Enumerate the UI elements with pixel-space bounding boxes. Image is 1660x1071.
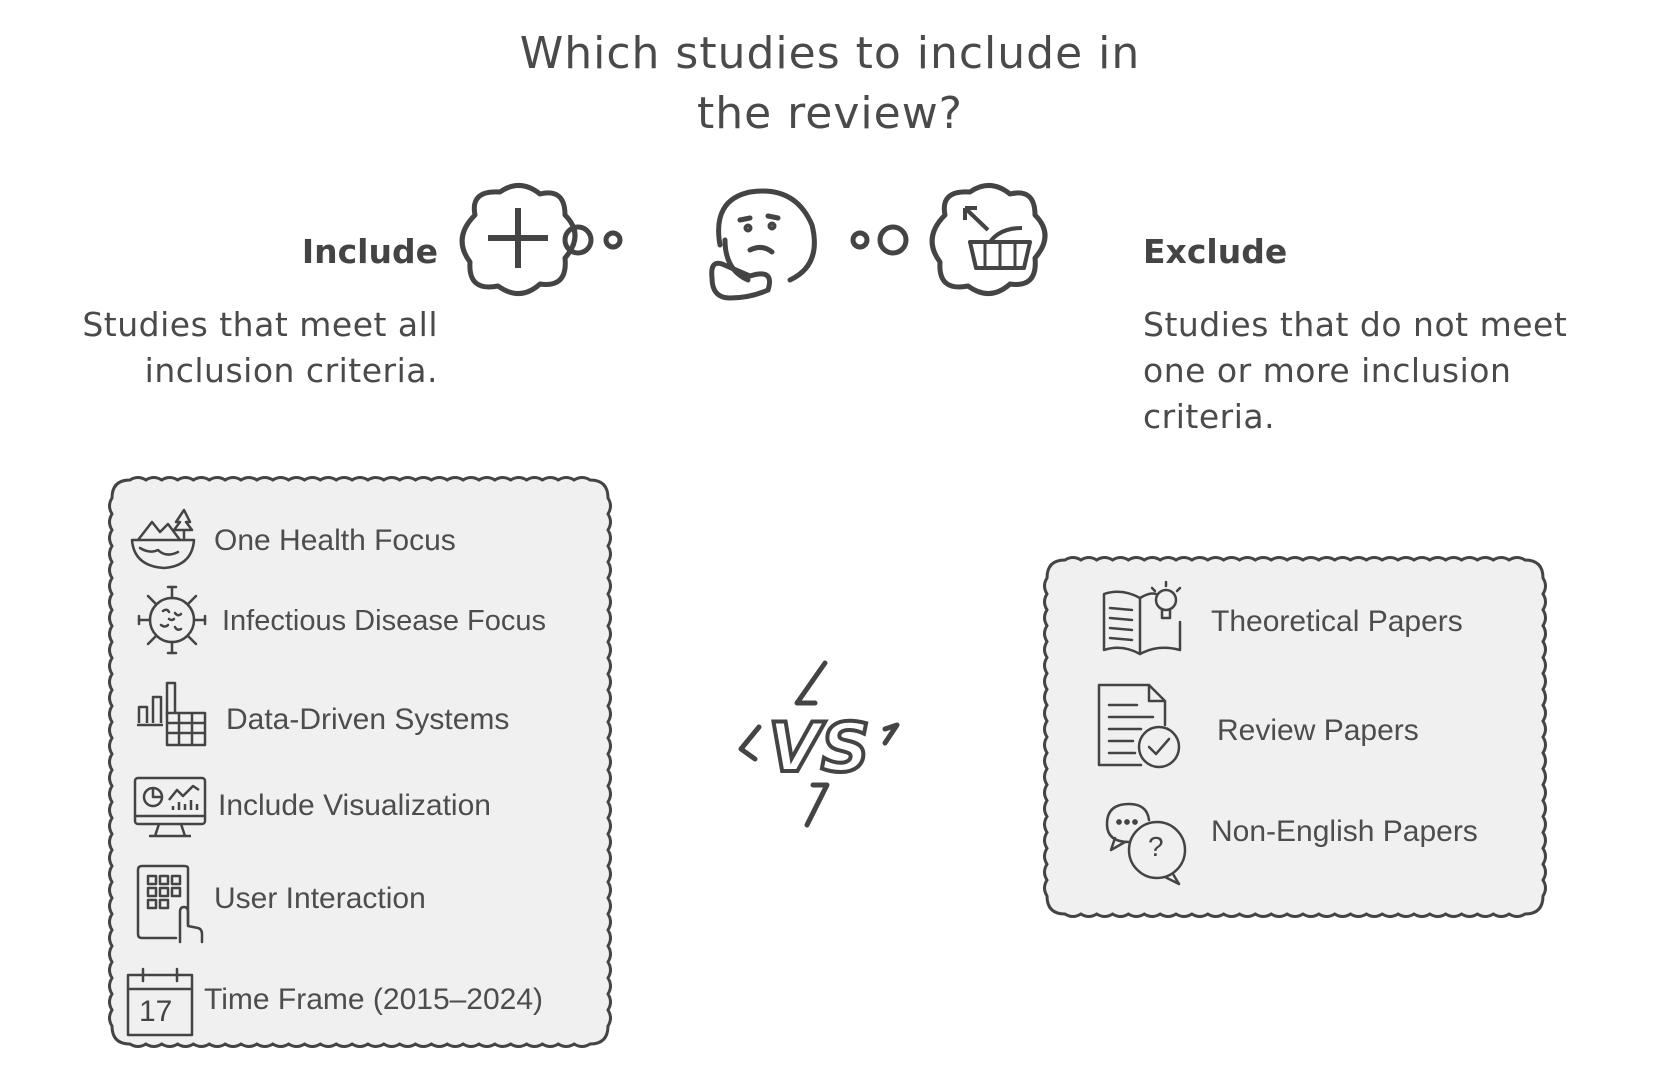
include-heading: Include — [301, 232, 438, 271]
include-item-infectious-disease: Infectious Disease Focus — [222, 605, 546, 637]
vs-spark-bottom — [804, 782, 830, 828]
basket-remove-cloud-icon — [929, 183, 1048, 296]
exclude-description: Studies that do not meet one or more inc… — [1143, 302, 1643, 440]
versus-mark: VS — [738, 660, 900, 828]
exclude-heading: Exclude — [1143, 232, 1288, 271]
include-item-data-driven: Data-Driven Systems — [226, 703, 510, 736]
thought-bubble-small-left — [603, 230, 623, 250]
include-description: Studies that meet all inclusion criteria… — [30, 302, 438, 394]
calendar-day-number: 17 — [139, 995, 173, 1028]
calendar-icon: 17 — [125, 967, 195, 1037]
bar-chart-table-icon — [135, 675, 209, 749]
touch-tablet-icon — [136, 864, 206, 944]
question-mark-glyph: ? — [1148, 831, 1164, 862]
landscape-globe-icon — [128, 500, 198, 572]
thought-bubble-large-left — [562, 224, 594, 256]
include-item-visualization: Include Visualization — [218, 789, 491, 822]
title-line-2: the review? — [696, 88, 964, 139]
thinking-graphic — [459, 183, 1048, 301]
include-item-one-health: One Health Focus — [214, 524, 456, 557]
vs-text: VS — [768, 709, 870, 788]
dashboard-monitor-icon — [133, 774, 207, 840]
include-desc-line-2: inclusion criteria. — [144, 351, 438, 390]
exclude-item-theoretical: Theoretical Papers — [1211, 605, 1463, 638]
plus-cloud-icon — [459, 183, 578, 296]
thought-bubble-large-right — [877, 224, 909, 256]
include-item-user-interaction: User Interaction — [214, 882, 426, 915]
thought-bubble-small-right — [850, 230, 870, 250]
book-lightbulb-icon — [1100, 580, 1184, 660]
exclude-desc-line-3: criteria. — [1143, 397, 1276, 436]
virus-icon — [135, 583, 209, 657]
chat-question-icon: ? — [1103, 800, 1189, 886]
vs-spark-sides — [738, 722, 900, 762]
vs-spark-top — [794, 660, 828, 706]
diagram-title: Which studies to include in the review? — [380, 24, 1280, 144]
exclude-item-non-english: Non-English Papers — [1211, 815, 1478, 848]
thinking-face-icon — [709, 188, 817, 301]
exclude-desc-line-2: one or more inclusion — [1143, 351, 1512, 390]
exclude-desc-line-1: Studies that do not meet — [1143, 305, 1568, 344]
include-desc-line-1: Studies that meet all — [82, 305, 438, 344]
include-item-time-frame: Time Frame (2015–2024) — [204, 983, 544, 1016]
include-criteria-box — [108, 476, 612, 1048]
title-line-1: Which studies to include in — [519, 28, 1141, 79]
document-check-icon — [1097, 683, 1183, 769]
exclude-item-review: Review Papers — [1217, 714, 1419, 747]
